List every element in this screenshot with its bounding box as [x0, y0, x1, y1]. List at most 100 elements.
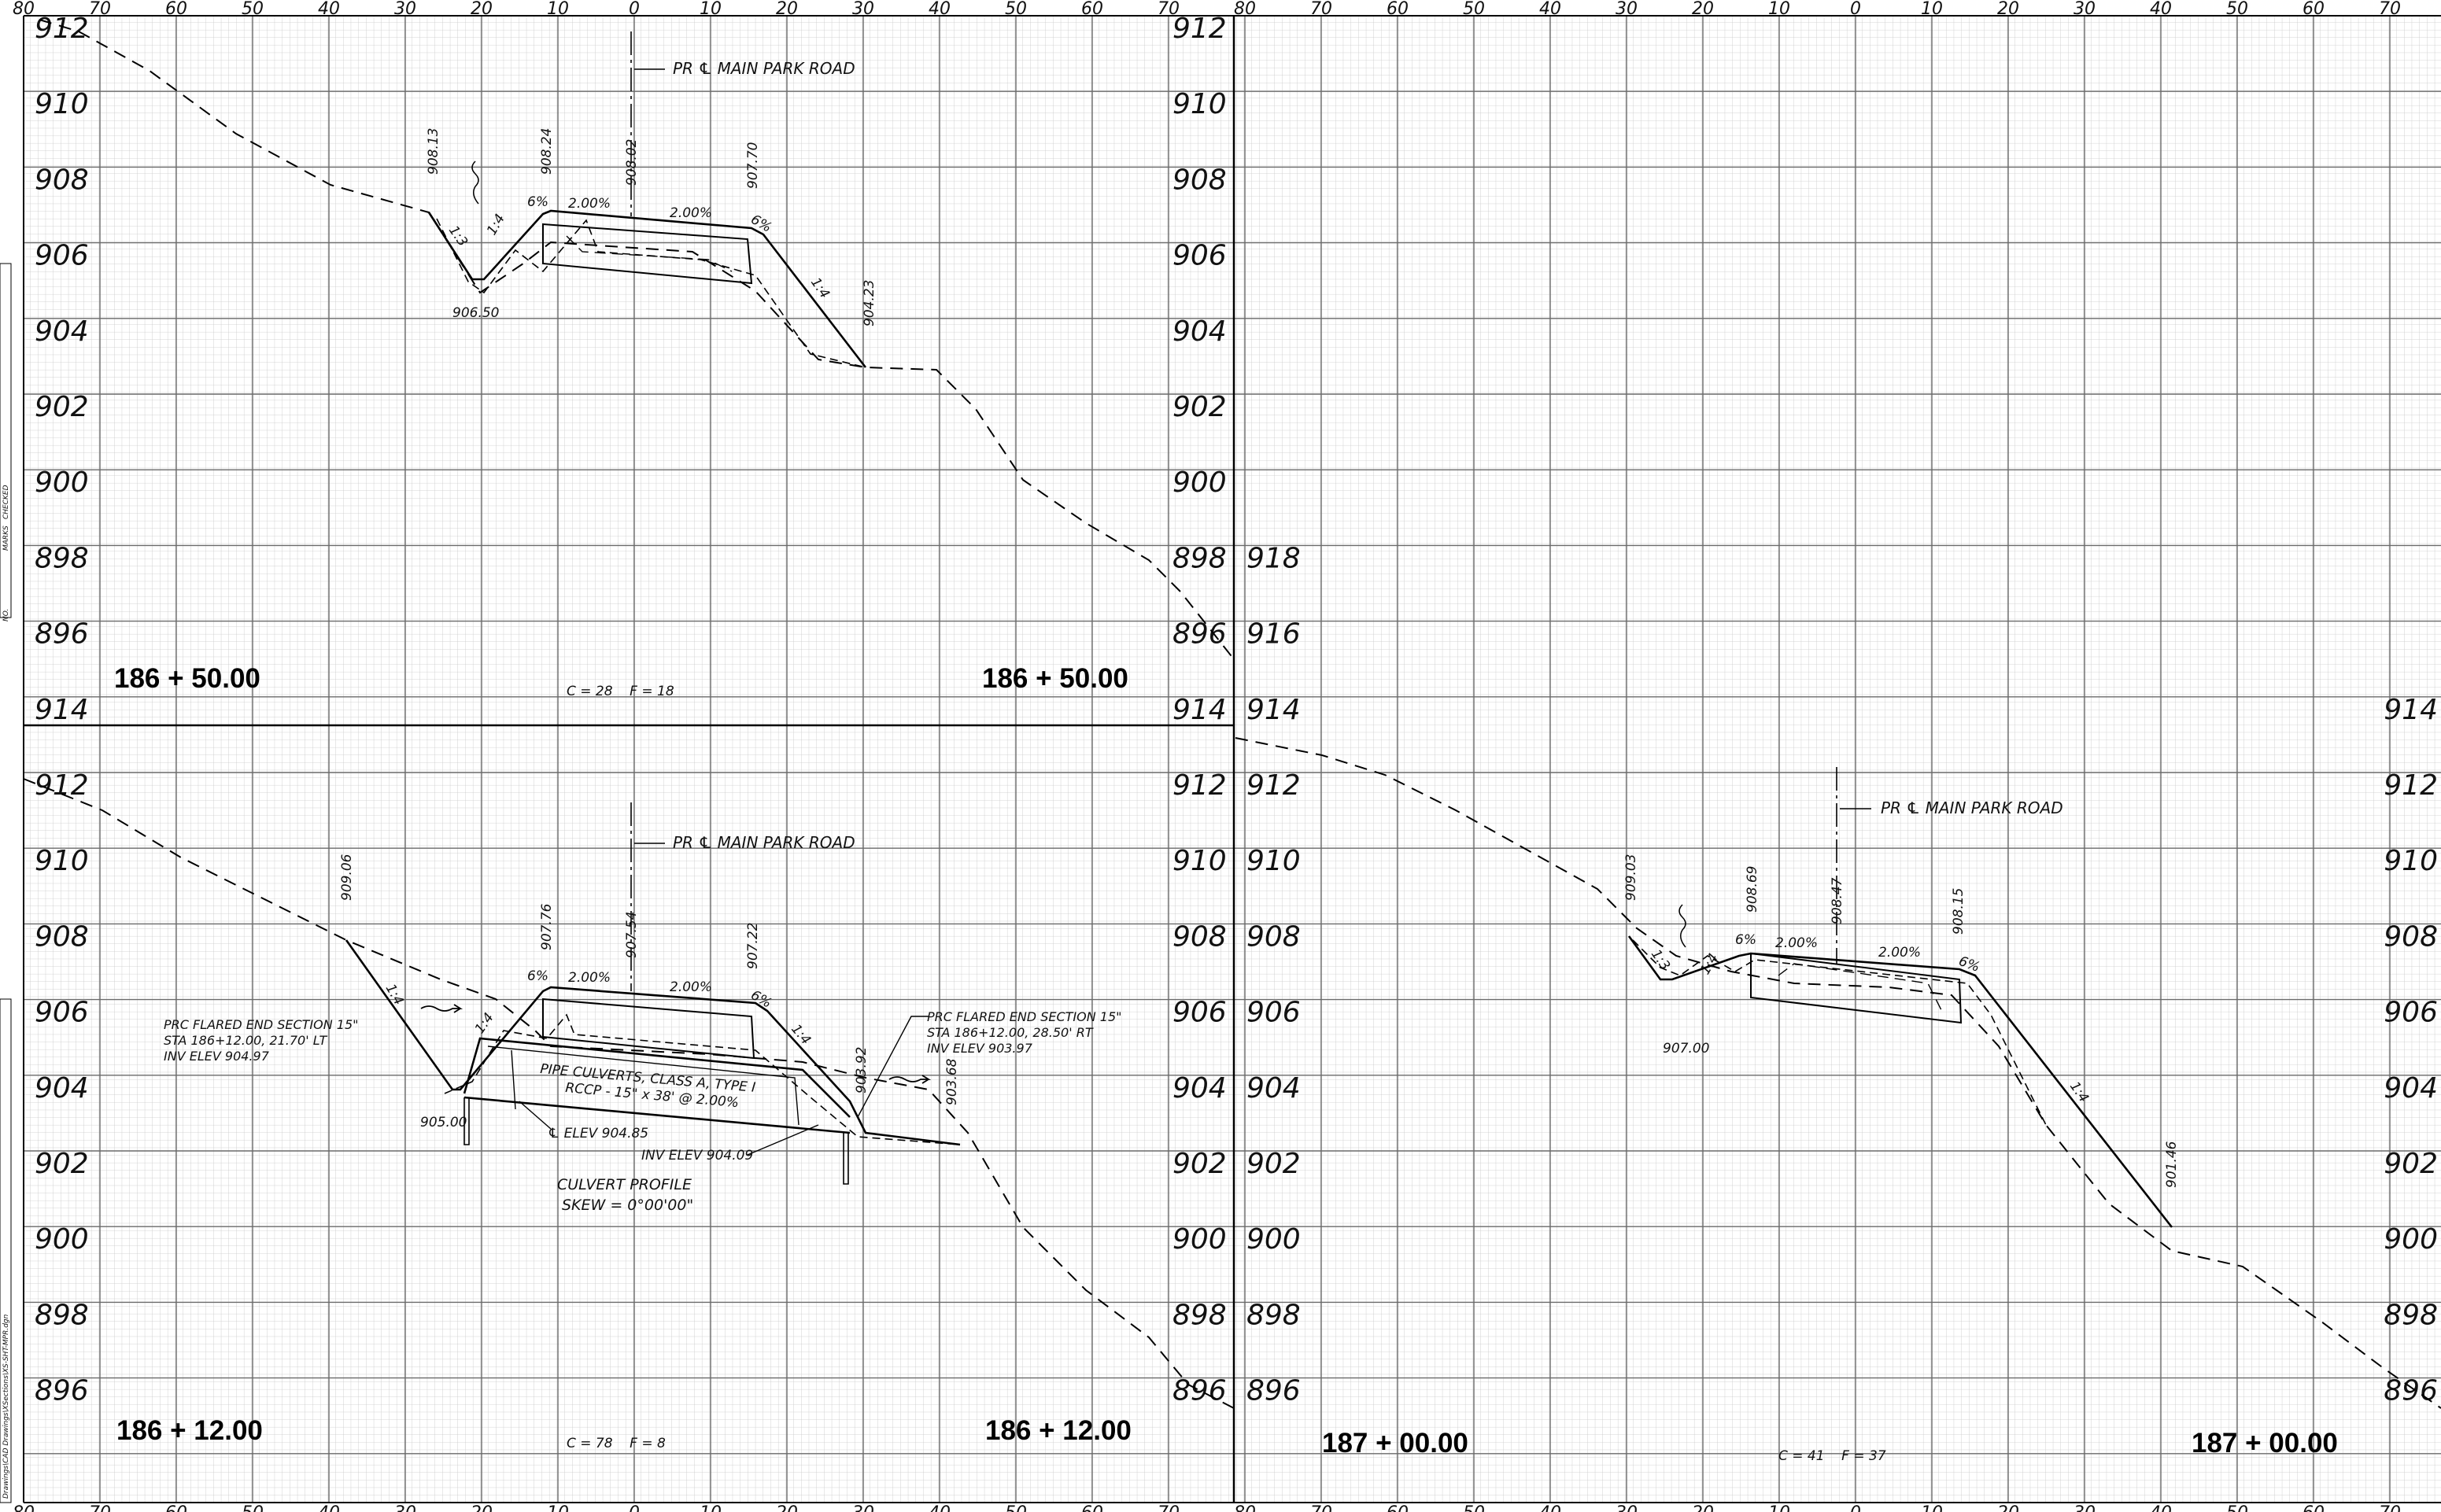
- offset-tick-label: 10: [547, 1503, 569, 1512]
- offset-tick-label: 30: [2074, 0, 2096, 19]
- elevation-label: 904: [1172, 315, 1227, 348]
- offset-tick-label: 50: [1463, 1503, 1485, 1512]
- fes-note-right: PRC FLARED END SECTION 15": [927, 1009, 1122, 1024]
- elevation-label: 900: [1172, 467, 1227, 499]
- elevation-label: 918: [1246, 542, 1301, 574]
- station-label-right: 187 + 00.00: [2192, 1428, 2338, 1459]
- offset-tick-label: 10: [700, 0, 722, 19]
- elevation-callout: 908.13: [426, 128, 441, 175]
- culvert-profile-title: CULVERT PROFILE: [557, 1176, 692, 1193]
- border-note-marks: MARKS: [2, 526, 10, 551]
- road-label: PR ℄ MAIN PARK ROAD: [673, 833, 855, 852]
- median-inner: [566, 235, 733, 272]
- offset-tick-label: 30: [852, 0, 874, 19]
- elevation-callout: 906.50: [452, 305, 499, 321]
- offset-tick-label: 30: [394, 1503, 416, 1512]
- elevation-label: 898: [35, 542, 89, 574]
- fes-note-right: STA 186+12.00, 28.50' RT: [927, 1025, 1094, 1040]
- offset-tick-label: 10: [1768, 1503, 1790, 1512]
- elevation-label: 914: [35, 694, 89, 726]
- elevation-label: 904: [1246, 1072, 1301, 1104]
- elevation-label: 896: [1246, 1375, 1301, 1407]
- culvert-pipe-bottom: [463, 1096, 851, 1134]
- offset-tick-label: 20: [776, 0, 798, 19]
- elevation-label: 908: [1246, 920, 1301, 953]
- elevation-label: 900: [35, 467, 89, 499]
- culvert-pipe-inner: [487, 1045, 800, 1126]
- slope-label: 2.00%: [568, 970, 611, 986]
- offset-tick-label: 50: [1005, 1503, 1027, 1512]
- offset-tick-label: 50: [1005, 0, 1027, 19]
- elevation-labels: 9129109089069049029008988969129109089069…: [35, 13, 2438, 1407]
- offset-tick-label: 40: [318, 0, 340, 19]
- elevation-callout: 908.02: [624, 139, 640, 186]
- offset-tick-label: 20: [471, 0, 493, 19]
- elevation-label: 904: [2384, 1072, 2438, 1104]
- fes-note-right: INV ELEV 903.97: [927, 1041, 1033, 1056]
- elevation-label: 898: [1246, 1299, 1301, 1331]
- elevation-label: 912: [1172, 13, 1227, 45]
- pavement-box: [1750, 952, 1963, 1024]
- section-186-50: [39, 19, 1235, 660]
- elevation-callout: 909.06: [339, 854, 355, 901]
- offset-tick-label: 60: [1387, 0, 1409, 19]
- offset-tick-label: 70: [89, 1503, 111, 1512]
- elevation-label: 914: [1172, 694, 1227, 726]
- elevation-callout: 905.00: [420, 1115, 467, 1130]
- ditch-flow-icon: [1678, 904, 1686, 948]
- offset-tick-label: 50: [2226, 1503, 2248, 1512]
- offset-tick-label: 20: [1692, 1503, 1714, 1512]
- offset-tick-label: 30: [852, 1503, 874, 1512]
- offset-tick-label: 10: [1921, 0, 1943, 19]
- elevation-label: 904: [35, 315, 89, 348]
- elevation-callout: 908.15: [1951, 888, 1966, 935]
- fes-note-left: PRC FLARED END SECTION 15": [164, 1017, 359, 1032]
- offset-tick-label: 40: [929, 1503, 951, 1512]
- offset-tick-label: 80: [13, 0, 35, 19]
- offset-tick-label: 40: [929, 0, 951, 19]
- border-note-no: NO.: [2, 609, 10, 621]
- offset-tick-label: 50: [242, 0, 264, 19]
- elevation-label: 904: [35, 1072, 89, 1104]
- offset-tick-label: 10: [700, 1503, 722, 1512]
- median-inner: [1778, 963, 1944, 1016]
- offset-tick-label: 60: [2303, 0, 2325, 19]
- elevation-callout: 903.92: [854, 1047, 870, 1093]
- fes-leader: [857, 1016, 929, 1118]
- end-section-right: [843, 1133, 849, 1185]
- elevation-label: 914: [1246, 694, 1301, 726]
- existing-ground-line: [23, 778, 1235, 1409]
- elevation-label: 916: [1246, 618, 1301, 651]
- elevation-label: 898: [35, 1299, 89, 1331]
- proposed-grade-line: [1627, 935, 2173, 1228]
- elevation-label: 906: [1172, 997, 1227, 1029]
- station-label-right: 186 + 12.00: [985, 1415, 1132, 1446]
- border-note-file: Drawings\CAD Drawings\XSections\XS-SHT-M…: [2, 1314, 10, 1499]
- offset-tick-label: 70: [2379, 0, 2401, 19]
- elevation-label: 900: [1172, 1223, 1227, 1256]
- subgrade-line: [444, 1013, 961, 1145]
- pavement-box: [542, 223, 753, 285]
- road-label: PR ℄ MAIN PARK ROAD: [1881, 798, 2063, 817]
- elevation-label: 898: [2384, 1299, 2438, 1331]
- existing-ground-line: [39, 19, 1235, 660]
- elevation-label: 896: [35, 618, 89, 651]
- offset-tick-label: 40: [318, 1503, 340, 1512]
- section-187-00: [1235, 737, 2441, 1409]
- elevation-label: 912: [35, 13, 89, 45]
- subgrade-line: [436, 218, 866, 368]
- elevation-label: 902: [2384, 1148, 2438, 1180]
- offset-tick-label: 50: [2226, 0, 2248, 19]
- offset-tick-label: 0: [629, 1503, 640, 1512]
- elevation-label: 910: [2384, 845, 2438, 877]
- elevation-label: 900: [1246, 1223, 1301, 1256]
- elevation-label: 906: [1246, 997, 1301, 1029]
- elevation-label: 906: [1172, 240, 1227, 272]
- section-186-12: [23, 778, 1235, 1409]
- elevation-label: 898: [1172, 1299, 1227, 1331]
- elevation-callout: 903.68: [944, 1058, 960, 1105]
- flow-arrow-icon: [888, 1075, 932, 1084]
- offset-tick-label: 40: [1539, 0, 1561, 19]
- offset-tick-label: 40: [2150, 0, 2172, 19]
- elevation-callout: 909.03: [1623, 854, 1639, 901]
